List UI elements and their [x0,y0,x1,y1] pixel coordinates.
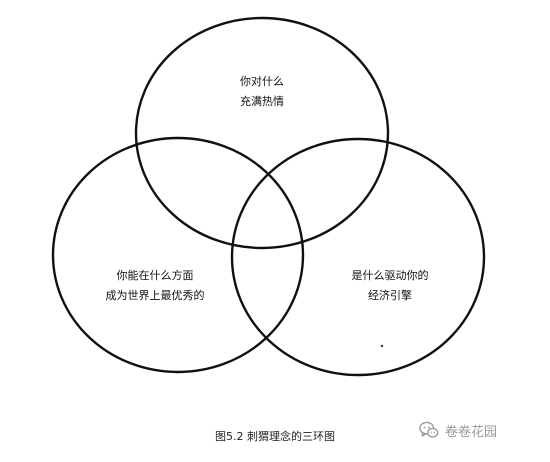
label-best-at-line-2: 成为世界上最优秀的 [105,289,205,302]
circle-passion [134,16,390,250]
label-economic-engine-line-1: 是什么驱动你的 [351,269,429,282]
label-best-at-line-1: 你能在什么方面 [116,269,194,282]
label-passion: 你对什么 充满热情 [212,72,312,112]
stray-dot [380,344,384,348]
label-economic-engine: 是什么驱动你的 经济引擎 [330,266,450,306]
label-best-at: 你能在什么方面 成为世界上最优秀的 [80,266,230,306]
circle-best-at [51,136,305,374]
label-economic-engine-line-2: 经济引擎 [368,289,412,302]
watermark: 卷卷花园 [418,418,497,442]
watermark-text: 卷卷花园 [445,424,498,440]
label-passion-line-1: 你对什么 [240,75,284,88]
wechat-icon [419,421,439,438]
circle-economic-engine [230,137,486,377]
figure-caption: 图5.2 刺猬理念的三环图 [215,430,335,443]
label-passion-line-2: 充满热情 [240,95,284,108]
